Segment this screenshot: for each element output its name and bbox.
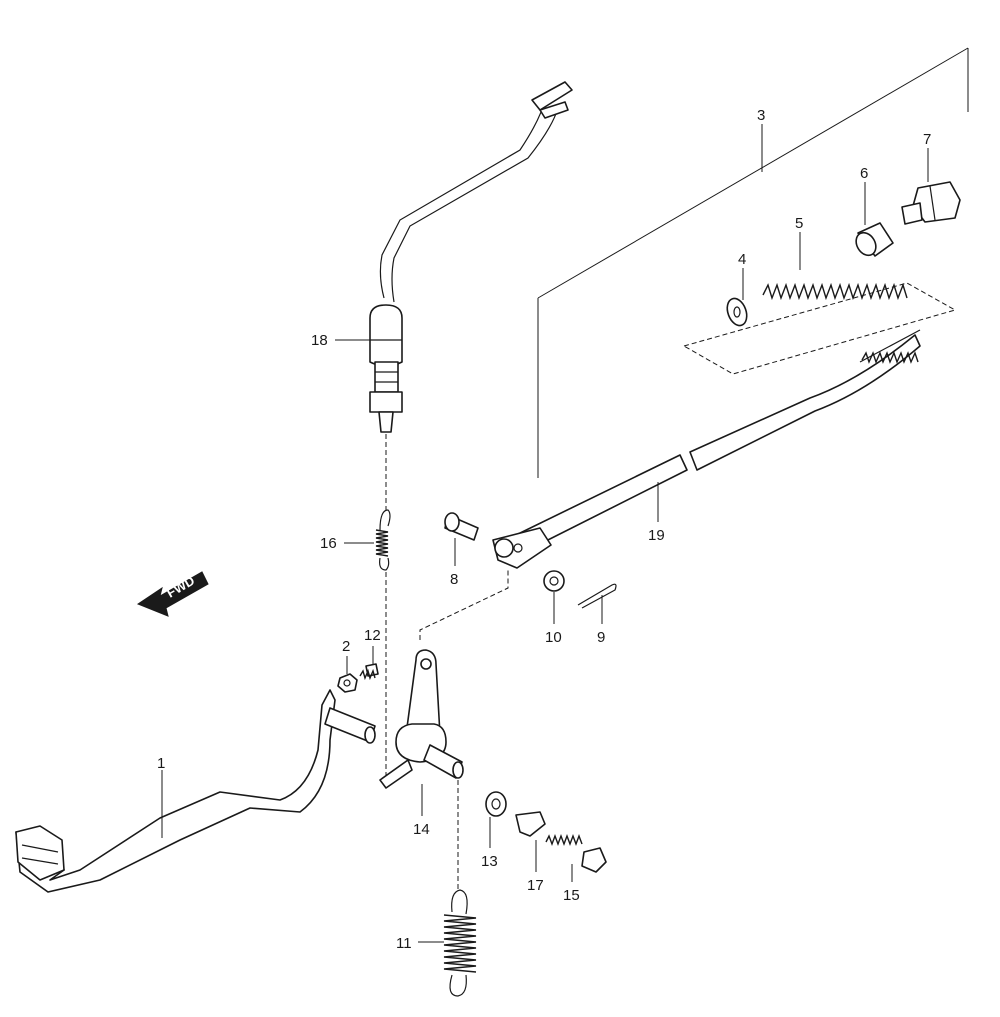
- nut-2: [337, 656, 358, 693]
- bolt-12: [359, 646, 379, 681]
- callout-1: 1: [157, 755, 165, 772]
- washer-13: [485, 791, 507, 848]
- callout-18: 18: [311, 332, 328, 349]
- fwd-arrow-icon: FWD: [136, 571, 209, 617]
- callout-7: 7: [923, 131, 931, 148]
- callout-4: 4: [738, 251, 746, 268]
- callout-10: 10: [545, 629, 562, 646]
- cotter-pin-9: [577, 583, 617, 624]
- washer-4: [726, 268, 748, 327]
- callout-labels: 1 2 3 4 5 6 7 8 9 10 11 12 13 14 15 16 1…: [157, 107, 931, 952]
- clevis-pin-8: [444, 512, 479, 566]
- callout-13: 13: [481, 853, 498, 870]
- adjusting-nut-7: [901, 148, 961, 225]
- spring-11: [418, 889, 477, 997]
- callout-9: 9: [597, 629, 605, 646]
- assembly-frame-3: [537, 47, 969, 478]
- callout-14: 14: [413, 821, 430, 838]
- callout-16: 16: [320, 535, 337, 552]
- callout-15: 15: [563, 887, 580, 904]
- callout-6: 6: [860, 165, 868, 182]
- brake-switch-18: [335, 81, 573, 512]
- dashed-parallelogram: [683, 282, 957, 375]
- callout-12: 12: [364, 627, 381, 644]
- callout-8: 8: [450, 571, 458, 588]
- brake-arm-14: [379, 570, 509, 892]
- brake-rod-19: [492, 329, 921, 569]
- brake-pedal-1: [15, 689, 376, 893]
- callout-5: 5: [795, 215, 803, 232]
- lock-plate-17: [515, 811, 546, 872]
- callout-19: 19: [648, 527, 665, 544]
- callout-2: 2: [342, 638, 350, 655]
- collar-6: [855, 182, 894, 257]
- washer-10: [543, 570, 565, 624]
- callout-17: 17: [527, 877, 544, 894]
- callout-11: 11: [396, 935, 412, 952]
- callout-3: 3: [757, 107, 765, 124]
- bolt-15: [545, 834, 607, 882]
- spring-5: [762, 232, 908, 301]
- spring-16: [344, 509, 391, 780]
